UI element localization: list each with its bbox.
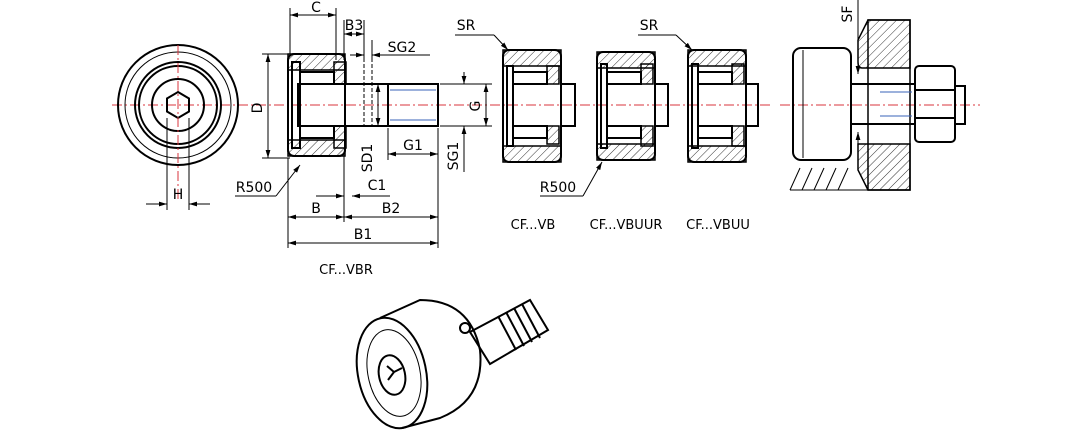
base-hatch-2: [801, 167, 813, 191]
vb-needle-top: [512, 71, 548, 85]
dim-h-label: H: [173, 187, 184, 203]
dim-c1-label: C1: [368, 178, 387, 194]
vb-collar-top: [546, 65, 560, 85]
dim-b2-label: B2: [382, 201, 401, 217]
section-view-vbuu: SR CF...VBUU: [638, 18, 759, 233]
section-view-vb: SR CF...VB: [455, 18, 576, 233]
vbuur-needle-top: [606, 71, 642, 85]
vbuur-collar-top: [640, 63, 654, 85]
vb-needle-bottom: [512, 125, 548, 139]
sr-label-2: SR: [640, 18, 659, 34]
iso-thread-3: [513, 307, 533, 343]
variant-vbr-label: CF...VBR: [319, 263, 373, 278]
vbuu-stud-stub: [746, 83, 759, 127]
stud-collar-bottom: [333, 125, 347, 149]
iso-roller-face: [355, 316, 429, 430]
dim-sg2-label: SG2: [388, 40, 417, 56]
dim-b3-label: B3: [345, 18, 364, 34]
iso-thread-1: [497, 315, 517, 351]
section-view-vbuur: R500 CF...VBUUR: [540, 51, 669, 233]
iso-thread-2: [505, 311, 525, 347]
vbuu-sr-leader: [675, 34, 693, 51]
base-hatch-1: [789, 167, 801, 191]
variant-vb-label: CF...VB: [511, 218, 556, 233]
r500-leader: [275, 164, 301, 197]
stud-body: [297, 83, 439, 127]
torx-socket-icon: [386, 365, 403, 381]
needle-roller-bottom: [299, 125, 335, 139]
variant-vbuu-label: CF...VBUU: [686, 218, 750, 233]
hex-nut: [914, 65, 956, 143]
housing-block: [867, 19, 911, 191]
iso-roller-body: [379, 298, 482, 429]
vbuu-ring-outline: [687, 49, 747, 163]
vbuu-collar-top: [731, 63, 745, 85]
flange: [291, 61, 301, 149]
base-hatch-3: [813, 167, 825, 191]
mounted-roller: [792, 47, 852, 161]
mounting-view: SF: [789, 0, 966, 191]
radius-mid-label: R500: [540, 180, 576, 196]
dim-c-label: C: [311, 0, 321, 16]
isometric-view: [355, 298, 550, 430]
iso-stud-head: [377, 354, 407, 396]
vbuur-needle-bottom: [606, 125, 642, 139]
dim-d-label: D: [250, 103, 266, 114]
vbuu-needle-top: [697, 71, 733, 85]
iso-thread-4: [521, 303, 541, 339]
vb-ring-top: [502, 49, 562, 67]
vb-flange: [506, 65, 514, 147]
iso-roller-face-inner: [366, 329, 422, 417]
needle-roller-top: [299, 71, 335, 85]
vbuur-flange: [600, 63, 608, 149]
outer-ring-outline: [287, 53, 346, 157]
stud-collar-top: [333, 61, 347, 85]
vb-sr-leader: [493, 34, 509, 51]
vbuu-needle-bottom: [697, 125, 733, 139]
vb-ring-bottom: [502, 145, 562, 163]
iso-lube-hole: [459, 322, 471, 334]
dim-g-label: G: [468, 101, 484, 112]
dim-sg1-label: SG1: [446, 142, 462, 171]
vb-ring-outline: [502, 49, 562, 163]
vbuur-r500-leader: [582, 161, 603, 197]
dim-g1-label: G1: [403, 138, 423, 154]
vbuu-collar-bottom: [731, 125, 745, 147]
vbuur-ring-outline: [596, 51, 656, 161]
base-hatch-5: [837, 167, 849, 191]
vbuur-collar-bottom: [640, 125, 654, 147]
dim-b1-label: B1: [354, 227, 373, 243]
sr-label-1: SR: [457, 18, 476, 34]
dim-sd1-label: SD1: [360, 144, 376, 173]
vbuu-flange: [691, 63, 699, 149]
section-view-vbr: C B3 SG2 D SD1 G1 G SG1: [235, 0, 492, 278]
end-view: H: [117, 44, 239, 210]
vb-stud-stub: [561, 83, 576, 127]
vb-collar-bottom: [546, 125, 560, 145]
dim-b-label: B: [311, 201, 321, 217]
iso-shank: [468, 298, 550, 366]
radius-left-label: R500: [236, 180, 272, 196]
vbuur-stud-stub: [655, 83, 669, 127]
stud-end: [954, 85, 966, 125]
sf-label: SF: [840, 6, 856, 23]
variant-vbuur-label: CF...VBUUR: [590, 218, 663, 233]
base-hatch-4: [825, 167, 837, 191]
